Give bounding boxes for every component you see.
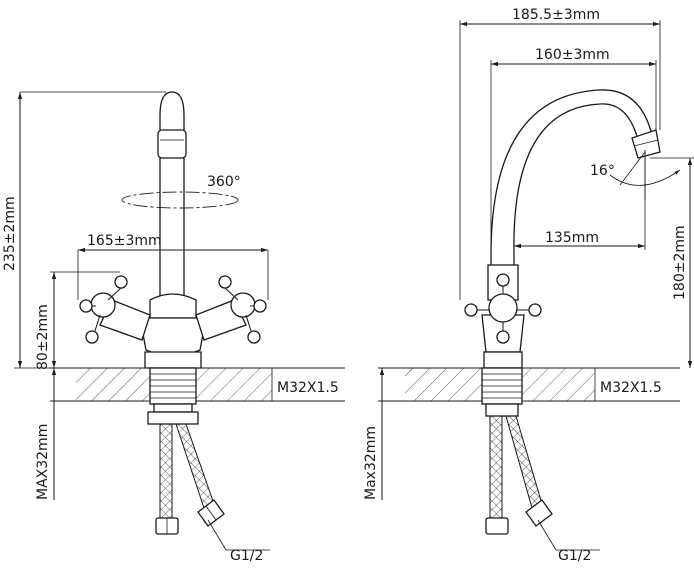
thread-callout-front: M32X1.5 [271,368,339,401]
front-view: 360° [2,91,345,564]
dim-spout-height: 180±2mm [650,157,694,368]
thread-label-front: M32X1.5 [277,380,339,396]
thread-callout-side: M32X1.5 [594,368,662,401]
hose-thread-label-front: G1/2 [230,548,263,564]
dim-spread-front: 165±3mm [77,233,269,300]
dim-reach-inner: 160±3mm [490,47,657,255]
dim-reach-low-label: 135mm [545,230,599,246]
dim-reach-inner-label: 160±3mm [535,47,610,63]
dim-thickness-front-label: MAX32mm [35,424,51,500]
hose-thread-callout-side: G1/2 [537,519,600,564]
dim-handle-height: 80±2mm [35,271,120,370]
front-handle-right [195,275,267,344]
dim-thickness-front: MAX32mm [35,368,57,500]
rotation-ellipse [121,191,239,209]
side-handle [464,273,542,344]
side-hoses [485,415,553,535]
dim-height-front-label: 235±2mm [2,196,18,271]
thread-label-side: M32X1.5 [600,380,662,396]
front-spout [157,91,187,301]
dim-spread-front-label: 165±3mm [87,233,162,249]
side-view: 185.5±3mm 160±3mm 135mm 16° 180±2mm Max3… [363,7,694,564]
rotation-label: 360° [207,174,241,190]
dim-height-front: 235±2mm [2,91,166,369]
side-spout [490,89,661,301]
front-thread-shank [147,367,199,425]
side-thread-shank [481,367,523,417]
hose-thread-label-side: G1/2 [558,548,591,564]
dim-thickness-side-label: Max32mm [363,426,379,500]
dim-reach-outer-label: 185.5±3mm [512,7,600,23]
front-hoses [155,423,225,535]
dim-spout-height-label: 180±2mm [672,225,688,300]
dim-thickness-side: Max32mm [363,368,385,500]
front-handle-left [79,275,151,344]
dim-reach-outer: 185.5±3mm [459,7,661,300]
dim-angle: 16° [590,150,681,200]
dim-handle-height-label: 80±2mm [35,304,51,370]
dim-reach-low: 135mm [514,150,646,250]
dim-angle-label: 16° [590,163,615,179]
hose-thread-callout-front: G1/2 [207,519,270,564]
front-body [139,293,207,369]
